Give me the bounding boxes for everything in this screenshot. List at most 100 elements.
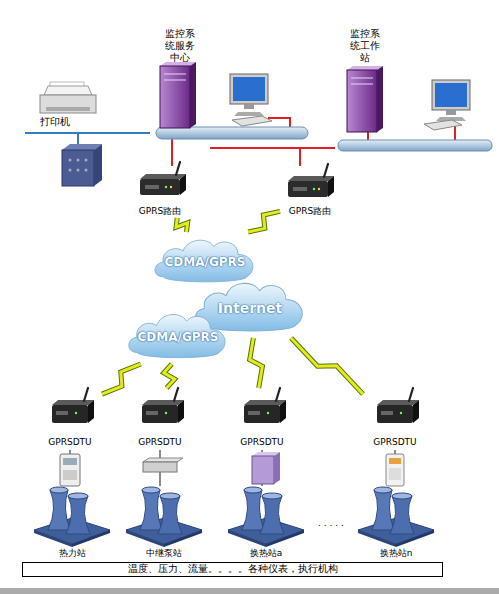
wire-line [300,148,335,166]
switch-box-part [85,169,88,172]
network-bus [156,127,308,139]
control-instrument [252,452,280,484]
node-label: 中继泵站 [122,548,206,559]
wireless-link [164,364,175,388]
printer-icon-part [44,86,92,95]
bolt-outline [291,338,363,394]
node-label: 温度、压力、流量。。。。各种仪表，执行机构 [23,563,442,575]
bolt-outline [248,211,280,232]
valve-instrument-part [389,468,401,480]
network-bus [338,140,492,151]
bolt-fill [250,338,263,388]
monitor-icon-part [230,74,268,104]
node-label: 打印机 [20,116,90,128]
node-label: GPRS路由 [280,206,340,217]
node-label: 换热站a [224,548,308,559]
monitor-icon [230,74,272,126]
node-label: 热力站 [30,548,114,559]
control-instrument-part [274,452,280,484]
node-label: GPRSDTU [38,437,102,448]
printer-icon-part [46,107,90,111]
monitor-icon-part [432,80,470,110]
caption-box: 温度、压力、流量。。。。各种仪表，执行机构 [22,562,443,577]
meter-instrument-part [63,458,77,465]
workstation-tower-part [377,66,383,132]
switch-box-part [94,144,102,186]
workstation-tower-part [351,78,373,79]
cloud-node: CDMA/GPRS [150,232,260,288]
dtu-icon [377,388,419,423]
bolt-outline [102,364,141,394]
monitor-icon-part [244,104,254,109]
router-icon [288,164,334,197]
router-icon [140,162,186,195]
server-tower [160,62,196,128]
workstation-tower-part [347,70,377,132]
bolt-fill [102,364,141,394]
meter-instrument-part [60,454,80,486]
switch-box-part [62,150,94,186]
dtu-node: GPRSDTU [230,388,294,450]
pump-instrument-part [143,462,177,472]
switch-box-part [77,159,80,162]
dtu-icon [244,388,286,423]
node-label: GPRS路由 [130,206,190,217]
wire-line [100,132,150,134]
router-node: GPRS路由 [130,166,190,218]
node-label: 换热站n [354,548,438,559]
monitor-icon-part [435,83,467,107]
station-icon [34,487,110,547]
bolt-fill [291,338,363,394]
bolt-fill [248,211,280,232]
cloud-label: Internet [190,300,310,317]
dtu-icon [52,388,94,423]
switch-box-part [69,169,72,172]
bolt-outline [164,364,175,388]
station-node: 换热站a [224,486,308,560]
ellipsis-note: . . . . . [318,518,368,529]
station-icon [358,487,434,547]
workstation-tower-part [347,66,383,70]
valve-instrument-part [386,454,404,486]
station-icon [126,487,202,547]
node-label: 监控系统工作站 [349,28,381,64]
station-node: 中继泵站 [122,486,206,560]
wireless-link [291,338,363,394]
workstation-node: 监控系统工作站 [335,26,395,132]
workstation-tower-part [351,84,373,85]
valve-instrument [386,454,404,486]
station-node: 换热站n [354,486,438,560]
bolt-fill [176,218,188,232]
pump-instrument [143,458,183,472]
dtu-node: GPRSDTU [363,388,427,450]
switch-box-part [69,159,72,162]
printer-node: 打印机 [20,82,100,138]
monitor-icon-part [446,110,456,115]
dtu-icon [142,388,184,423]
station-icon [228,487,304,547]
monitor-icon-part [234,112,264,116]
server-node: 监控系统服务中心 [150,26,210,128]
wireless-link [250,338,263,388]
valve-instrument-part [389,458,401,464]
switch-box-part [85,159,88,162]
control-instrument-part [252,456,274,484]
meter-instrument [60,454,80,486]
server-tower-part [160,66,190,128]
printer-icon [40,82,96,113]
node-label: GPRSDTU [128,437,192,448]
dtu-node: GPRSDTU [38,388,102,450]
bolt-fill [164,364,175,388]
server-tower-part [190,62,196,128]
bolt-outline [176,218,188,232]
pump-instrument-part [143,458,183,462]
switch-box-part [77,169,80,172]
cloud-label: CDMA/GPRS [150,255,260,269]
wireless-link [248,211,280,232]
monitor-icon-part [233,77,265,101]
node-label: GPRSDTU [230,437,294,448]
cloud-node: CDMA/GPRS [124,306,232,364]
switch-box [62,144,102,186]
router-node: GPRS路由 [280,166,340,218]
